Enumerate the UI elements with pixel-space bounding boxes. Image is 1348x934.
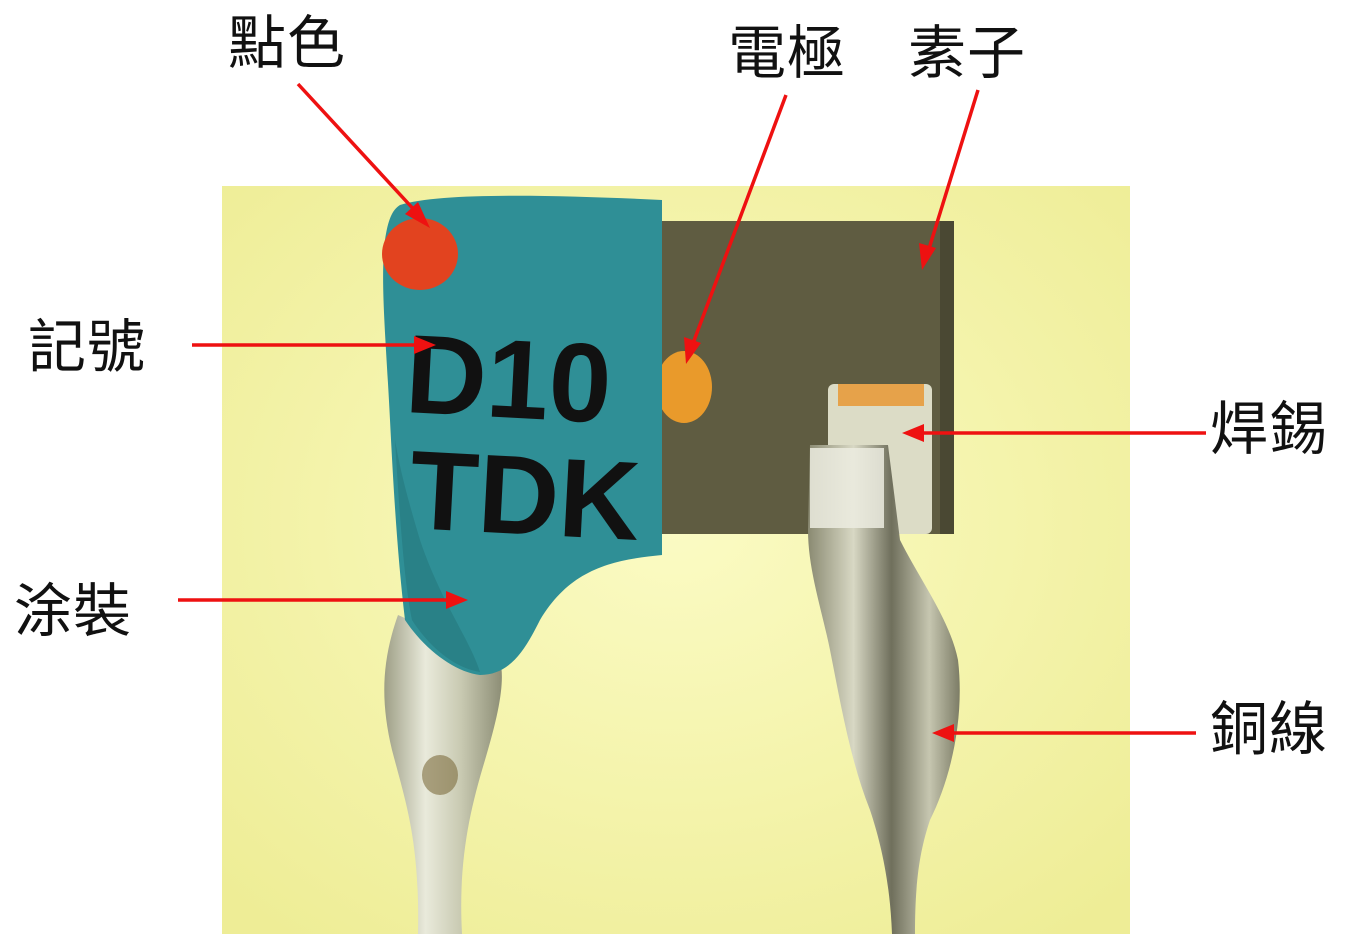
electrode-arrow <box>684 94 788 364</box>
label-electrode: 電極 <box>728 19 847 87</box>
coating-arrow <box>178 591 468 609</box>
right-lead-wire <box>808 445 960 934</box>
copper-wire-arrow <box>932 724 1196 742</box>
element-edge <box>940 221 954 534</box>
callout-arrows <box>178 82 1206 742</box>
label-marking: 記號 <box>28 313 147 381</box>
coated-capacitor: D10 TDK <box>382 195 662 934</box>
label-coating: 涂裝 <box>14 577 133 645</box>
element-arrow <box>919 89 980 270</box>
marking-line2: TDK <box>407 427 643 564</box>
dot-color-mark <box>382 218 458 290</box>
coating-shade <box>395 440 480 672</box>
coating-body <box>383 195 662 675</box>
label-element: 素子 <box>908 19 1027 87</box>
label-solder: 焊錫 <box>1210 395 1329 463</box>
lead-shadow <box>422 755 458 795</box>
label-dot-color: 點色 <box>228 9 347 77</box>
solder-pad-top <box>838 384 924 406</box>
marking-line1: D10 <box>403 311 615 447</box>
solder-arrow <box>902 424 1206 442</box>
electrode-mark <box>662 351 712 423</box>
label-copper-wire: 銅線 <box>1210 695 1329 763</box>
dot-color-arrow <box>296 82 430 228</box>
lead-bend <box>810 448 884 528</box>
exposed-capacitor <box>662 221 960 934</box>
marking-arrow <box>192 336 436 354</box>
